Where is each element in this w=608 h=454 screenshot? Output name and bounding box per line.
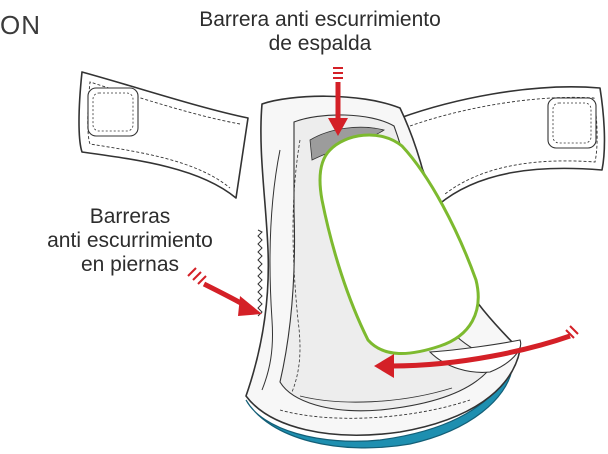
left-leg-barrier [261, 149, 281, 391]
leg-barriers-label: Barreras anti escurrimiento en piernas [10, 205, 250, 277]
left-velcro-patch [87, 87, 139, 137]
back-barrier-label-line1: Barrera anti escurrimiento [199, 8, 441, 31]
side-arrow-shaft [391, 333, 571, 369]
side-arrow-hatch-2 [565, 329, 575, 339]
left-velcro-patch-inner [92, 92, 134, 132]
side-arrow-hatch-1 [569, 325, 579, 335]
back-barrier-arrow [328, 67, 348, 136]
leg-barriers-label-line2: anti escurrimiento [47, 229, 213, 252]
right-velcro-patch [547, 97, 597, 149]
leg-arrow-hatch-1 [187, 267, 197, 277]
front-fold-line [299, 387, 453, 403]
right-velcro-patch-inner [552, 102, 592, 144]
side-arrow-head [374, 354, 394, 378]
absorbent-pad [318, 133, 480, 355]
side-arrow [374, 325, 579, 378]
leg-arrow-hatch-2 [192, 271, 202, 281]
left-leg-barrier-stitch [291, 139, 301, 393]
back-barrier-label: Barrera anti escurrimiento de espalda [170, 8, 470, 56]
leg-barrier-arrow [187, 267, 262, 316]
brand-logo-fragment: ON [0, 10, 41, 40]
leg-arrow-hatch-3 [197, 275, 207, 285]
leg-barriers-label-line1: Barreras [89, 205, 171, 228]
front-fold-line-2 [279, 399, 471, 419]
leg-arrow-head [238, 296, 262, 316]
left-leg-gather [257, 229, 263, 317]
leg-barriers-label-line3: en piernas [80, 253, 180, 276]
back-barrier-label-line2: de espalda [268, 32, 372, 55]
back-arrow-head [328, 118, 348, 136]
